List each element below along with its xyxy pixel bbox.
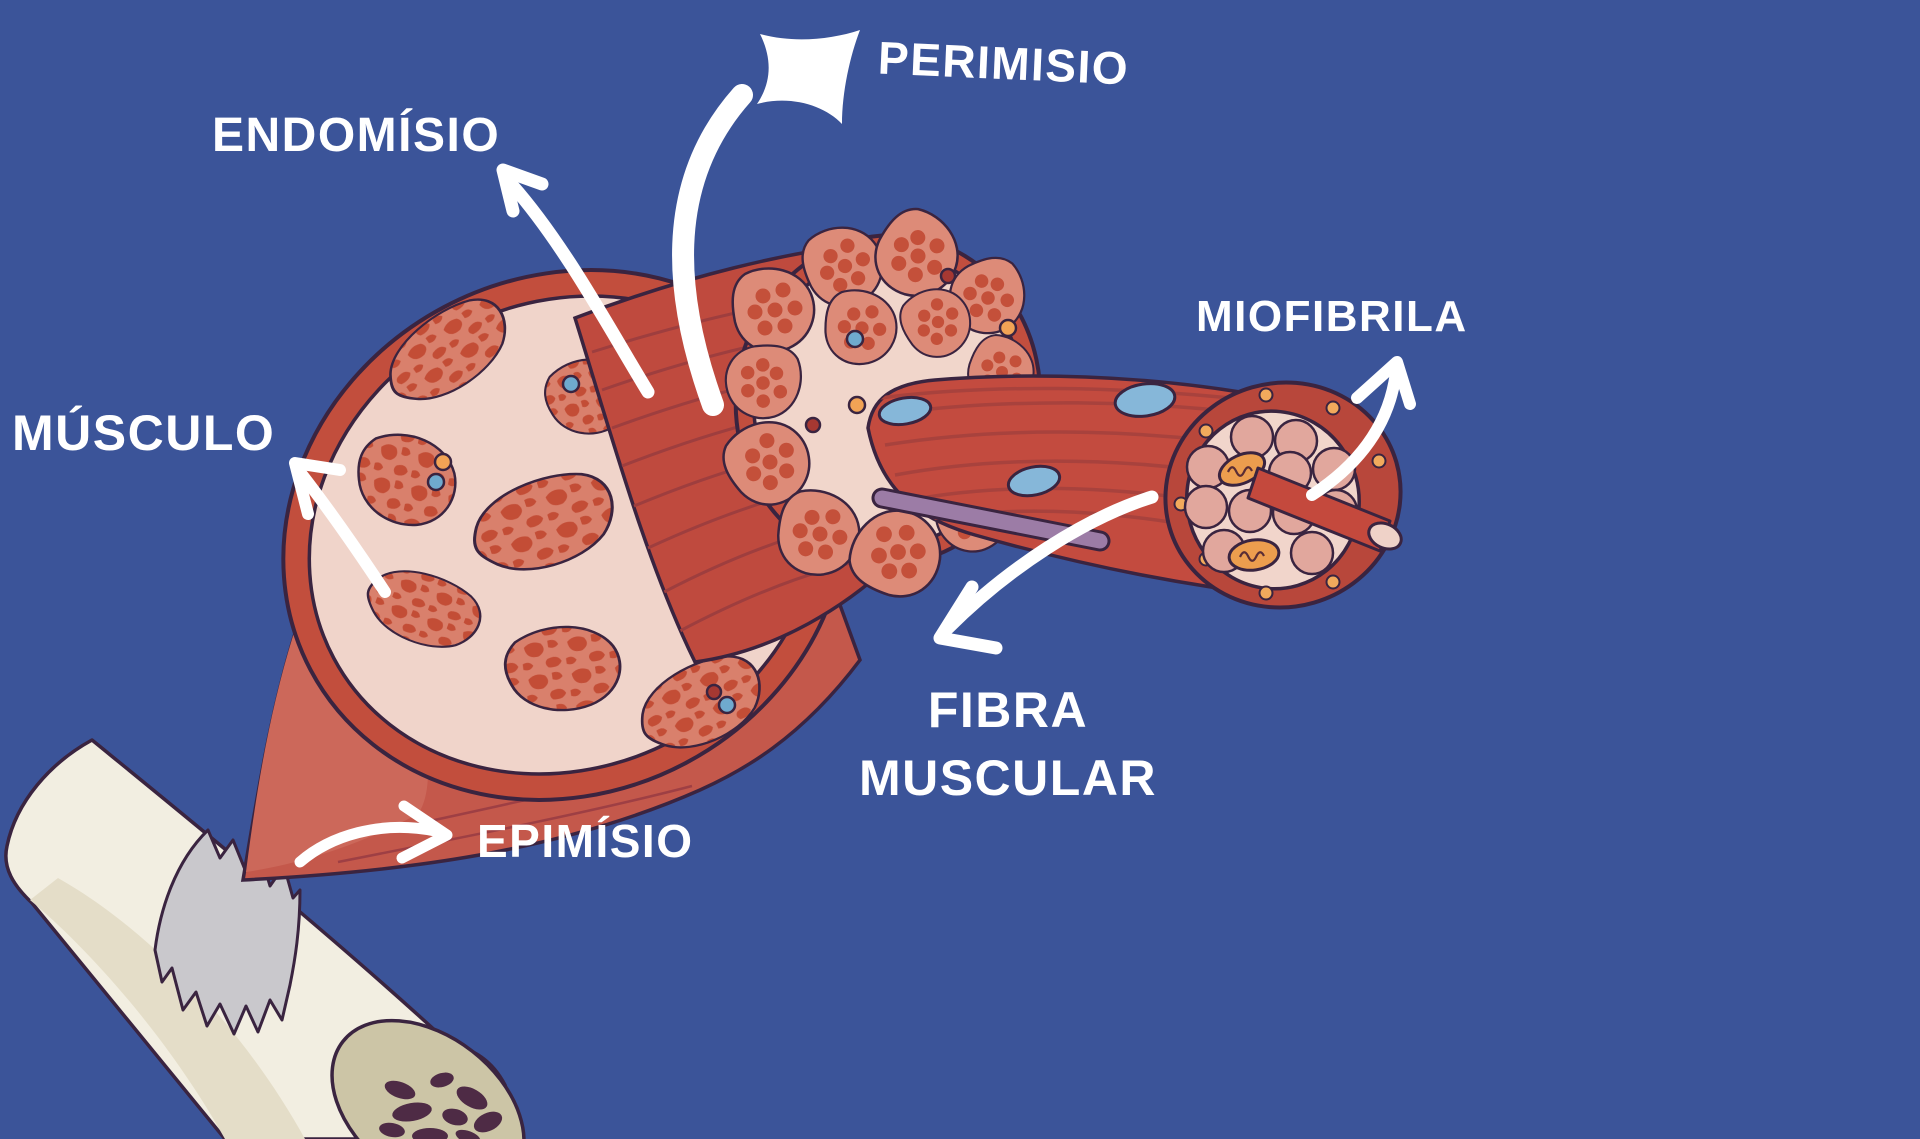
label-endomisio: ENDOMÍSIO [212,109,501,162]
tendon-illustration [153,828,302,1036]
epimisio-arrow [294,800,453,868]
capillary-dots [804,267,1018,434]
label-perimisio: PERIMISIO [876,31,1131,95]
label-miofibrila: MIOFIBRILA [1196,292,1468,341]
label-fibra-line1: FIBRA [927,682,1089,738]
label-musculo: MÚSCULO [12,405,276,461]
bone-marrow-cut-face [330,1018,526,1139]
perimisio-arrow [672,30,860,416]
annotation-arrows [289,30,1416,868]
miofibrila-arrow [1306,356,1416,501]
label-epimisio: EPIMÍSIO [477,815,694,867]
label-fibra-line2: MUSCULAR [858,750,1158,806]
mitochondria [1217,451,1281,572]
fibra-muscular-arrow [933,490,1159,655]
fiber-cross-section [1163,380,1403,610]
musculo-arrow [289,457,391,598]
fiber-nuclei [877,382,1177,498]
myofibril-rod [1246,466,1403,553]
endomisio-arrow [496,163,655,399]
label-fibra-muscular: FIBRA MUSCULAR [840,676,1176,812]
